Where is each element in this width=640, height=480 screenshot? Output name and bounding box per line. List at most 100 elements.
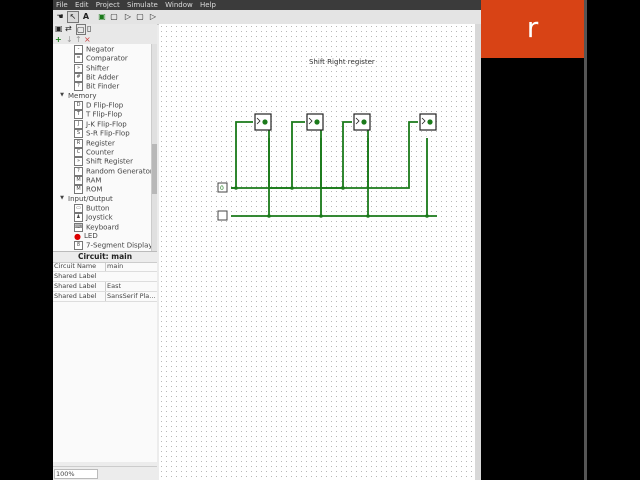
d-flipflop-3[interactable]	[353, 113, 371, 131]
layout-view-icon[interactable]: ▢	[76, 24, 86, 35]
tree-item[interactable]: #Bit Adder	[74, 73, 119, 83]
menu-simulate[interactable]: Simulate	[126, 1, 158, 9]
seven-segment-icon: 8	[74, 241, 83, 251]
wire-ff1-to-ff2[interactable]	[268, 121, 305, 189]
attribute-row[interactable]: Shared Label East	[53, 282, 157, 292]
attribute-value[interactable]: East	[105, 282, 159, 291]
tree-item-label: RAM	[86, 176, 102, 185]
negator-icon: -	[74, 45, 83, 54]
tree-scrollbar-thumb[interactable]	[152, 144, 157, 194]
tree-scrollbar[interactable]	[151, 44, 157, 251]
wire-ff2-to-ff3[interactable]	[320, 121, 352, 189]
menu-window[interactable]: Window	[165, 1, 193, 9]
menu-file[interactable]: File	[56, 1, 68, 9]
ram-icon: M	[74, 175, 83, 185]
tree-item[interactable]: »Shift Register	[74, 157, 133, 167]
delete-circuit-icon[interactable]: ×	[84, 35, 91, 44]
logo-letter: r	[526, 11, 539, 44]
data-input-pin[interactable]: 0	[217, 182, 228, 193]
component-tree: -Negator=Comparator»Shifter#Bit Adder?Bi…	[53, 44, 157, 252]
tree-item-label: Memory	[68, 91, 97, 100]
tree-item-label: S-R Flip-Flop	[86, 129, 130, 138]
tree-item[interactable]: ?Random Generator	[74, 166, 153, 176]
d-flipflop-1[interactable]	[254, 113, 272, 131]
appearance-view-icon[interactable]: ▯	[87, 24, 92, 33]
explorer-toolbar: ▣ ⇄ ▢ ▯	[53, 24, 157, 35]
not-gate-icon[interactable]: ▷	[124, 12, 132, 21]
counter-icon: C	[74, 147, 83, 157]
tree-item[interactable]: ▭Button	[74, 203, 109, 213]
tree-item[interactable]: ⌨Keyboard	[74, 222, 119, 232]
bit-adder-icon: #	[74, 73, 83, 83]
menu-project[interactable]: Project	[95, 1, 120, 9]
wire-clock-drops[interactable]	[268, 138, 428, 216]
and-gate-icon[interactable]: ▢	[136, 12, 144, 21]
circuit-canvas[interactable]: Shift Right register	[159, 24, 475, 480]
tree-item-label: LED	[84, 232, 98, 240]
folder-icon: ▼	[60, 195, 64, 202]
move-down-icon[interactable]: ↓	[66, 35, 73, 44]
main-toolbar: ☚ ↖ A ▣ ▢ ▷ ▢ ▷	[53, 10, 481, 25]
menu-edit[interactable]: Edit	[74, 1, 89, 9]
t-flipflop-icon: T	[74, 110, 83, 120]
attribute-key: Circuit Name	[54, 262, 97, 270]
tree-item[interactable]: -Negator	[74, 45, 114, 54]
attribute-row[interactable]: Shared Label SansSerif Pla...	[53, 292, 157, 302]
d-flipflop-4[interactable]	[419, 113, 437, 131]
circuit-text-label[interactable]: Shift Right register	[309, 58, 375, 66]
wire-group[interactable]	[231, 121, 437, 217]
attribute-value[interactable]: main	[105, 262, 159, 271]
move-up-icon[interactable]: ↑	[75, 35, 82, 44]
tree-item-label: Bit Adder	[86, 73, 119, 82]
wire-junctions	[234, 186, 429, 218]
tree-folder[interactable]: ▼ Input/Output	[59, 195, 113, 204]
bit-finder-icon: ?	[74, 82, 83, 92]
tree-item[interactable]: =Comparator	[74, 54, 128, 64]
tree-item[interactable]: ●LED	[74, 232, 98, 241]
output-pin-icon[interactable]: ▢	[110, 12, 118, 21]
canvas-scrollbar[interactable]	[475, 24, 481, 480]
attribute-value[interactable]: SansSerif Pla...	[105, 292, 159, 301]
tree-item[interactable]: ?Bit Finder	[74, 82, 119, 92]
tree-item-label: Input/Output	[68, 194, 113, 203]
zoom-bar	[53, 466, 157, 480]
toolbox-icon[interactable]: ▣	[55, 24, 63, 33]
select-tool-icon[interactable]: ↖	[67, 11, 79, 23]
simulation-icon[interactable]: ⇄	[65, 24, 72, 33]
wire-input-to-ff1[interactable]	[231, 121, 253, 189]
wire-ff3-to-ff4[interactable]	[367, 121, 418, 189]
circuit-diagram[interactable]: 0	[159, 24, 475, 480]
text-tool-icon[interactable]: A	[82, 12, 90, 21]
tree-folder[interactable]: ▼ Memory	[59, 92, 96, 101]
attribute-row[interactable]: Circuit Name main	[53, 262, 157, 272]
tree-item-label: Register	[86, 139, 115, 147]
folder-icon: ▼	[60, 92, 64, 99]
or-gate-icon[interactable]: ▷	[149, 12, 157, 21]
tree-item-label: Keyboard	[86, 223, 119, 232]
tree-item-label: 7-Segment Display	[86, 241, 153, 250]
tree-item-label: Comparator	[86, 54, 128, 63]
tree-item[interactable]: ♟Joystick	[74, 213, 113, 223]
attribute-row[interactable]: Shared Label	[53, 272, 157, 282]
tree-item[interactable]: »Shifter	[74, 63, 109, 73]
d-flipflop-2[interactable]	[306, 113, 324, 131]
tree-item-label: Negator	[86, 45, 115, 54]
clock-input-pin[interactable]	[217, 210, 228, 221]
zoom-field[interactable]	[54, 469, 98, 479]
shift-register-icon: »	[74, 157, 83, 167]
attribute-key: Shared Label	[54, 282, 97, 290]
attribute-panel: Circuit: main Circuit Name main Shared L…	[53, 252, 157, 462]
input-pin-icon[interactable]: ▣	[98, 12, 106, 21]
menu-help[interactable]: Help	[199, 1, 216, 9]
add-circuit-icon[interactable]: +	[55, 35, 62, 44]
poke-tool-icon[interactable]: ☚	[56, 12, 64, 21]
